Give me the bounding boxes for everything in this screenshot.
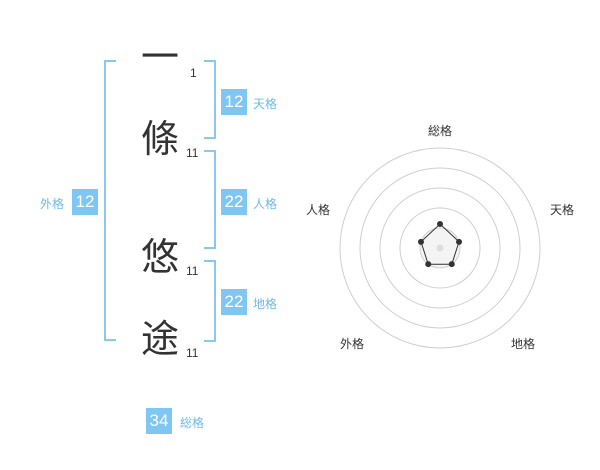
soukaku-value: 34 xyxy=(146,408,172,434)
soukaku-label: 総格 xyxy=(180,416,205,430)
name-char-2: 條 xyxy=(141,117,180,161)
jinkaku-value: 22 xyxy=(221,189,247,215)
radar-point-3 xyxy=(448,261,455,268)
radar-ring xyxy=(359,167,521,329)
stroke-count-3: 11 xyxy=(186,264,199,278)
stroke-count-1: 1 xyxy=(190,66,197,80)
tenkaku-value: 12 xyxy=(221,89,247,115)
jinkaku-bracket xyxy=(204,150,216,249)
name-char-4: 途 xyxy=(141,317,180,361)
radar-center xyxy=(436,244,444,252)
radar-point-2 xyxy=(456,238,463,245)
radar-ring xyxy=(399,207,481,289)
radar-axis-label-chikaku: 地格 xyxy=(511,337,536,351)
tenkaku-label: 天格 xyxy=(253,97,278,111)
chikaku-label: 地格 xyxy=(253,297,278,311)
tenkaku-bracket xyxy=(204,60,216,139)
stroke-count-4: 11 xyxy=(186,346,199,360)
radar-axis-label-gaikaku: 外格 xyxy=(340,337,365,351)
name-char-1: 一 xyxy=(141,35,180,79)
radar-point-1 xyxy=(437,221,443,227)
jinkaku-label: 人格 xyxy=(253,197,278,211)
radar-ring xyxy=(379,187,501,309)
radar-polygon xyxy=(420,223,460,265)
radar-point-5 xyxy=(417,238,424,245)
radar-chart xyxy=(339,147,541,349)
chikaku-value: 22 xyxy=(221,289,247,315)
radar-axis-label-jinkaku: 人格 xyxy=(306,203,331,217)
name-char-3: 悠 xyxy=(141,235,180,279)
radar-point-4 xyxy=(425,261,432,268)
gaikaku-value: 12 xyxy=(72,189,98,215)
radar-ring xyxy=(339,147,541,349)
radar-axis-label-tenkaku: 天格 xyxy=(550,203,575,217)
chikaku-bracket xyxy=(204,260,216,342)
gaikaku-bracket xyxy=(104,60,116,341)
stroke-count-2: 11 xyxy=(186,146,199,160)
gaikaku-label: 外格 xyxy=(40,197,65,211)
radar-axis-label-soukaku: 総格 xyxy=(428,124,453,138)
